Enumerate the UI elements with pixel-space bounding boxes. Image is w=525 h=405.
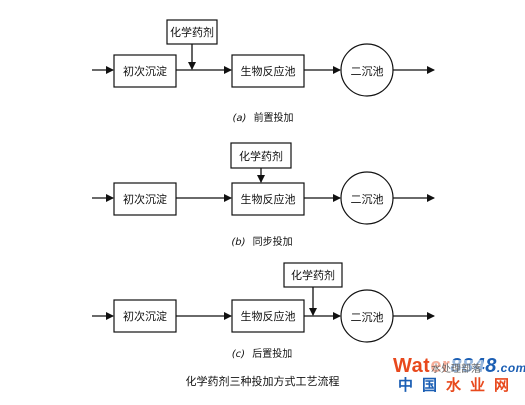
panel-a: 初次沉淀 化学药剂 生物反应池 二沉池 (a) 前置投加 xyxy=(92,19,435,124)
panel-caption-letter: (c) xyxy=(232,349,245,360)
chemical-dosing-box xyxy=(230,142,292,169)
watermark-badge: 水处理部落 xyxy=(429,360,483,375)
figure-caption: 化学药剂三种投加方式工艺流程 xyxy=(185,375,340,388)
bioreactor-label: 生物反应池 xyxy=(241,309,296,323)
secondary-clarifier-label: 二沉池 xyxy=(351,193,384,206)
primary-sedimentation-label: 初次沉淀 xyxy=(123,192,167,206)
panel-caption-letter: (b) xyxy=(231,237,245,248)
bioreactor-label: 生物反应池 xyxy=(241,64,296,78)
bioreactor-box xyxy=(231,182,305,216)
panel-caption-letter: (a) xyxy=(232,113,246,124)
panel-b: 初次沉淀 化学药剂 生物反应池 二沉池 (b) 同步投加 xyxy=(92,142,435,248)
primary-sedimentation-box xyxy=(113,299,177,333)
panel-caption: (b) 同步投加 xyxy=(231,235,292,248)
panel-caption-text: 前置投加 xyxy=(254,111,294,124)
chemical-dosing-box xyxy=(166,19,218,45)
chemical-dosing-box xyxy=(283,262,343,288)
secondary-clarifier-label: 二沉池 xyxy=(351,65,384,78)
bioreactor-label: 生物反应池 xyxy=(241,192,296,206)
chemical-dosing-label: 化学药剂 xyxy=(170,25,214,39)
watermark-cn: 中国水业网 xyxy=(398,375,518,395)
chemical-dosing-label: 化学药剂 xyxy=(239,149,283,163)
panel-caption: (a) 前置投加 xyxy=(232,111,293,124)
chemical-dosing-label: 化学药剂 xyxy=(291,268,335,282)
panel-caption-text: 后置投加 xyxy=(252,347,292,360)
panel-caption-text: 同步投加 xyxy=(253,235,293,248)
panel-c: 初次沉淀 生物反应池 化学药剂 二沉池 (c) 后置投加 xyxy=(92,262,435,360)
watermark-cn-part2: 水业网 xyxy=(446,376,519,394)
panel-caption: (c) 后置投加 xyxy=(232,347,293,360)
bioreactor-box xyxy=(231,299,305,333)
secondary-clarifier-label: 二沉池 xyxy=(351,311,384,324)
watermark-cn-part1: 中国 xyxy=(398,376,447,394)
primary-sedimentation-label: 初次沉淀 xyxy=(123,309,167,323)
watermark-brand-suffix: .com xyxy=(496,361,525,375)
bioreactor-box xyxy=(231,54,305,88)
primary-sedimentation-box xyxy=(113,182,177,216)
primary-sedimentation-box xyxy=(113,54,177,88)
primary-sedimentation-label: 初次沉淀 xyxy=(123,64,167,78)
